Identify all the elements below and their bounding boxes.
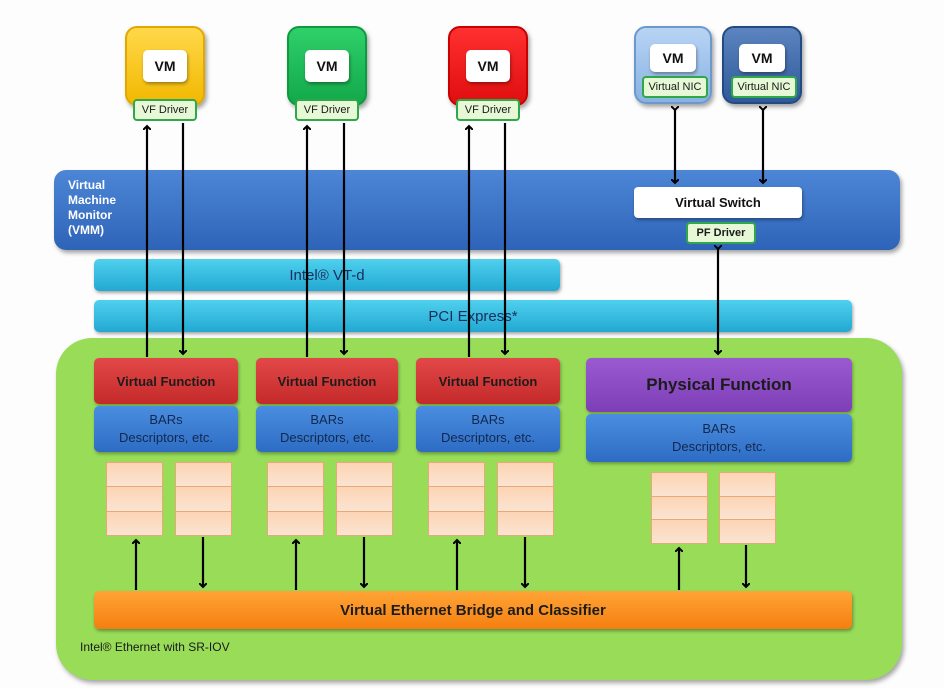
vf-driver-label: VF Driver	[133, 99, 197, 121]
bars-descriptors-box: BARs Descriptors, etc.	[586, 414, 852, 462]
bars-line: BARs	[310, 412, 344, 427]
descriptors-line: Descriptors, etc.	[441, 430, 535, 445]
virtual-ethernet-bridge: Virtual Ethernet Bridge and Classifier	[94, 591, 852, 629]
bars-line: BARs	[702, 421, 736, 436]
vm-label: VM	[466, 50, 510, 82]
physical-function-box: Physical Function	[586, 358, 852, 412]
virtual-nic-label: Virtual NIC	[731, 76, 797, 98]
virtual-switch-box: Virtual Switch	[634, 187, 802, 218]
vf-driver-label: VF Driver	[456, 99, 520, 121]
bars-descriptors-box: BARs Descriptors, etc.	[256, 406, 398, 452]
virtual-function-box: Virtual Function	[256, 358, 398, 404]
tx-queue	[175, 462, 232, 536]
vm-label: VM	[305, 50, 349, 82]
vm-label: VM	[650, 44, 696, 72]
virtual-function-box: Virtual Function	[416, 358, 560, 404]
bars-descriptors-box: BARs Descriptors, etc.	[416, 406, 560, 452]
vm-label: VM	[143, 50, 187, 82]
vf-driver-label: VF Driver	[295, 99, 359, 121]
descriptors-line: Descriptors, etc.	[280, 430, 374, 445]
rx-queue	[106, 462, 163, 536]
tx-queue	[497, 462, 554, 536]
virtual-function-box: Virtual Function	[94, 358, 238, 404]
descriptors-line: Descriptors, etc.	[672, 439, 766, 454]
virtual-nic-label: Virtual NIC	[642, 76, 708, 98]
vmm-label-line: Monitor	[68, 208, 112, 222]
bars-line: BARs	[471, 412, 505, 427]
pf-driver-label: PF Driver	[686, 222, 756, 244]
adapter-label: Intel® Ethernet with SR-IOV	[80, 640, 230, 654]
rx-queue	[428, 462, 485, 536]
rx-queue	[267, 462, 324, 536]
vmm-label-line: Machine	[68, 193, 117, 207]
vmm-label-line: Virtual	[68, 178, 106, 192]
vmm-label: Virtual Machine Monitor (VMM)	[68, 178, 158, 238]
vmm-label-line: (VMM)	[68, 223, 104, 237]
tx-queue	[719, 472, 776, 545]
pci-express-bar: PCI Express*	[94, 300, 852, 332]
bars-line: BARs	[149, 412, 183, 427]
bars-descriptors-box: BARs Descriptors, etc.	[94, 406, 238, 452]
intel-vtd-bar: Intel® VT-d	[94, 259, 560, 291]
descriptors-line: Descriptors, etc.	[119, 430, 213, 445]
tx-queue	[336, 462, 393, 536]
vm-label: VM	[739, 44, 785, 72]
vm-yellow-box	[125, 26, 205, 106]
rx-queue	[651, 472, 708, 545]
